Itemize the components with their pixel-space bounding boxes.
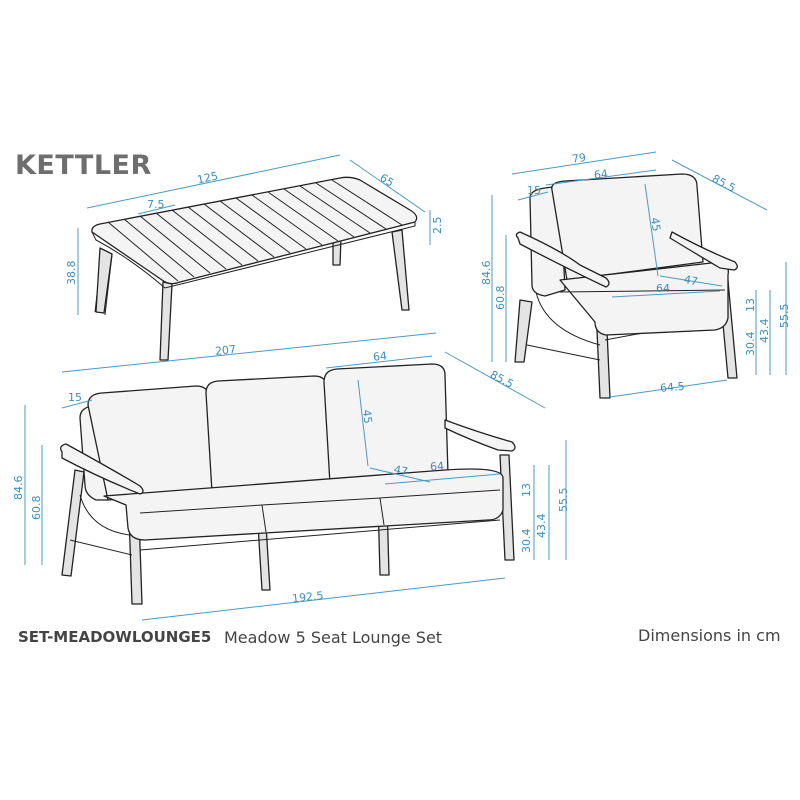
chair-seat-base-label: 30.4: [744, 332, 757, 357]
chair-seat-depth-label: 47: [683, 273, 699, 289]
sofa-seat-depth-label: 47: [393, 463, 409, 479]
chair-back-width-label: 64: [593, 167, 608, 181]
sofa-arm-top-label: 55.5: [557, 488, 570, 513]
sofa-seat-height-label: 43.4: [535, 514, 548, 539]
product-name: Meadow 5 Seat Lounge Set: [224, 628, 443, 647]
sofa-back-width-label: 64: [372, 349, 387, 363]
sofa-drawing: [60, 363, 516, 605]
sofa-width-label: 207: [214, 343, 236, 358]
chair-width-label: 79: [571, 151, 587, 166]
kettler-logo: KETTLER: [15, 150, 152, 181]
chair-seat-height-label: 43.4: [758, 319, 771, 344]
table-height-label: 38.8: [65, 261, 78, 286]
sofa-arm-label: 15: [68, 391, 82, 404]
sofa-seat-width-label: 64: [430, 459, 445, 473]
sofa-arm-height-label: 60.8: [30, 496, 43, 521]
table-thickness-label: 2.5: [431, 217, 444, 235]
sofa-depth-label: 85.5: [488, 368, 516, 391]
product-code: SET-MEADOWLOUNGE5: [18, 628, 212, 646]
coffee-table-drawing: [91, 176, 418, 361]
sofa-dimension-lines: [24, 332, 567, 621]
sofa-back-height-label: 45: [360, 409, 374, 424]
chair-arm-label: 15: [527, 184, 541, 197]
sofa-seat-base-label: 30.4: [520, 529, 533, 554]
sofa-cushion-label: 13: [520, 483, 533, 497]
table-depth-label: 65: [377, 171, 396, 189]
units-note: Dimensions in cm: [638, 626, 781, 645]
chair-arm-top-label: 55.5: [778, 304, 791, 329]
table-slat-label: 7.5: [147, 198, 165, 211]
chair-cushion-label: 13: [744, 298, 757, 312]
chair-arm-height-label: 60.8: [494, 286, 507, 311]
chair-height-label: 84.6: [480, 261, 493, 286]
table-dimension-lines: [77, 154, 431, 315]
sofa-height-label: 84.6: [12, 476, 25, 501]
table-length-label: 125: [196, 169, 219, 186]
armchair-drawing: [514, 173, 738, 399]
chair-seat-width-label: 64: [656, 282, 670, 295]
chair-depth-label: 85.5: [710, 172, 738, 195]
chair-dimension-lines: [491, 151, 787, 398]
sofa-base-width-label: 192.5: [291, 589, 324, 605]
chair-base-width-label: 64.5: [660, 380, 686, 395]
chair-back-height-label: 45: [648, 217, 663, 233]
